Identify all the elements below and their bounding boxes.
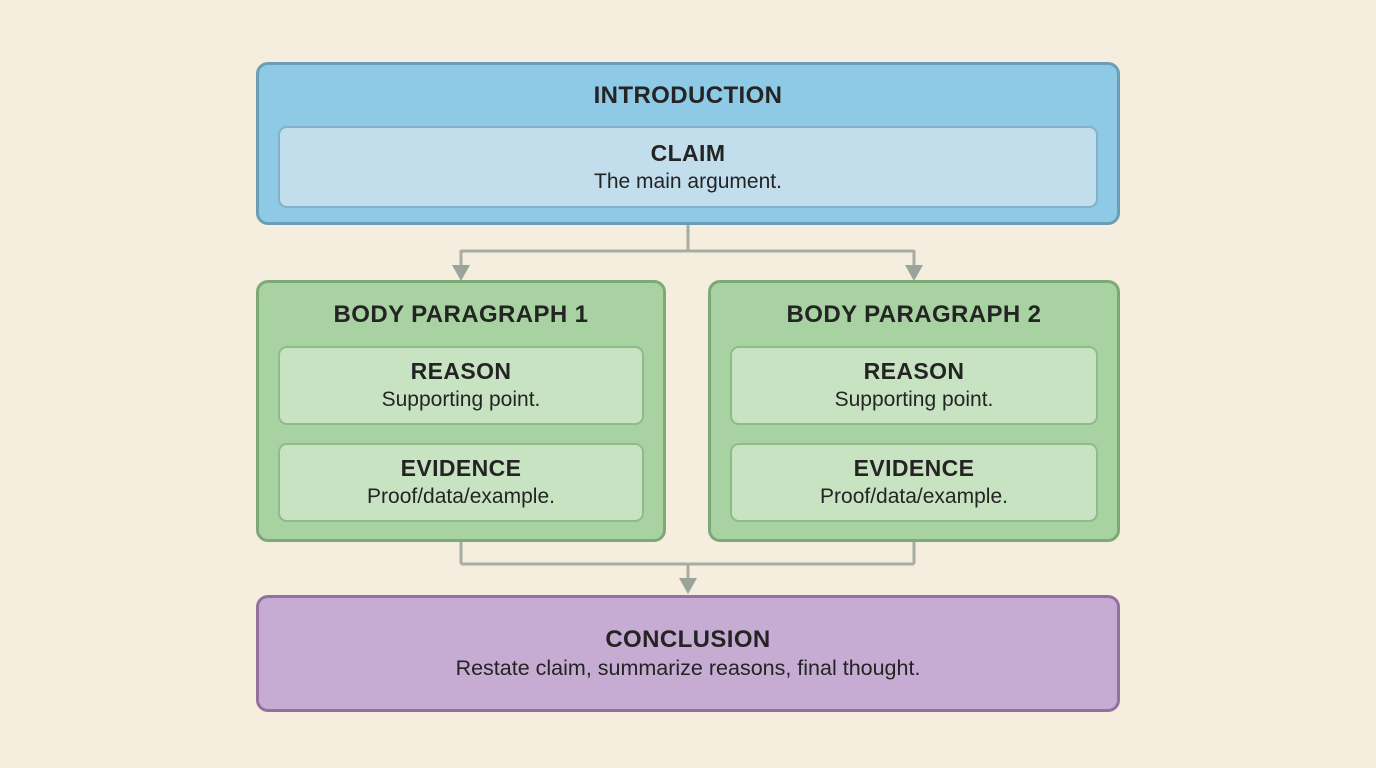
arrowhead-body2	[905, 265, 923, 281]
evidence-description-2: Proof/data/example.	[820, 485, 1008, 509]
claim-description: The main argument.	[594, 169, 782, 193]
reason-title-2: REASON	[863, 358, 965, 385]
introduction-title: INTRODUCTION	[593, 81, 783, 109]
evidence-description-1: Proof/data/example.	[367, 485, 555, 509]
arrowhead-conclusion	[679, 578, 697, 594]
reason-box-2: REASON Supporting point.	[730, 346, 1098, 425]
evidence-box-2: EVIDENCE Proof/data/example.	[730, 443, 1098, 522]
connector-bodies-to-conclusion	[459, 542, 916, 579]
claim-box: CLAIM The main argument.	[278, 126, 1098, 208]
reason-description-2: Supporting point.	[834, 388, 994, 412]
body-paragraph-1-title: BODY PARAGRAPH 1	[333, 300, 589, 328]
connector-intro-to-bodies	[459, 225, 916, 266]
body-paragraph-1-box: BODY PARAGRAPH 1 REASON Supporting point…	[256, 280, 666, 542]
conclusion-box: CONCLUSION Restate claim, summarize reas…	[256, 595, 1120, 712]
arrowhead-body1	[452, 265, 470, 281]
claim-title: CLAIM	[650, 139, 726, 166]
reason-box-1: REASON Supporting point.	[278, 346, 644, 425]
evidence-box-1: EVIDENCE Proof/data/example.	[278, 443, 644, 522]
evidence-title-1: EVIDENCE	[400, 455, 522, 482]
introduction-box: INTRODUCTION CLAIM The main argument.	[256, 62, 1120, 225]
reason-description-1: Supporting point.	[381, 388, 541, 412]
body-paragraph-2-title: BODY PARAGRAPH 2	[786, 300, 1042, 328]
evidence-title-2: EVIDENCE	[853, 455, 975, 482]
conclusion-title: CONCLUSION	[605, 625, 771, 653]
reason-title-1: REASON	[410, 358, 512, 385]
conclusion-description: Restate claim, summarize reasons, final …	[455, 655, 921, 680]
body-paragraph-2-box: BODY PARAGRAPH 2 REASON Supporting point…	[708, 280, 1120, 542]
